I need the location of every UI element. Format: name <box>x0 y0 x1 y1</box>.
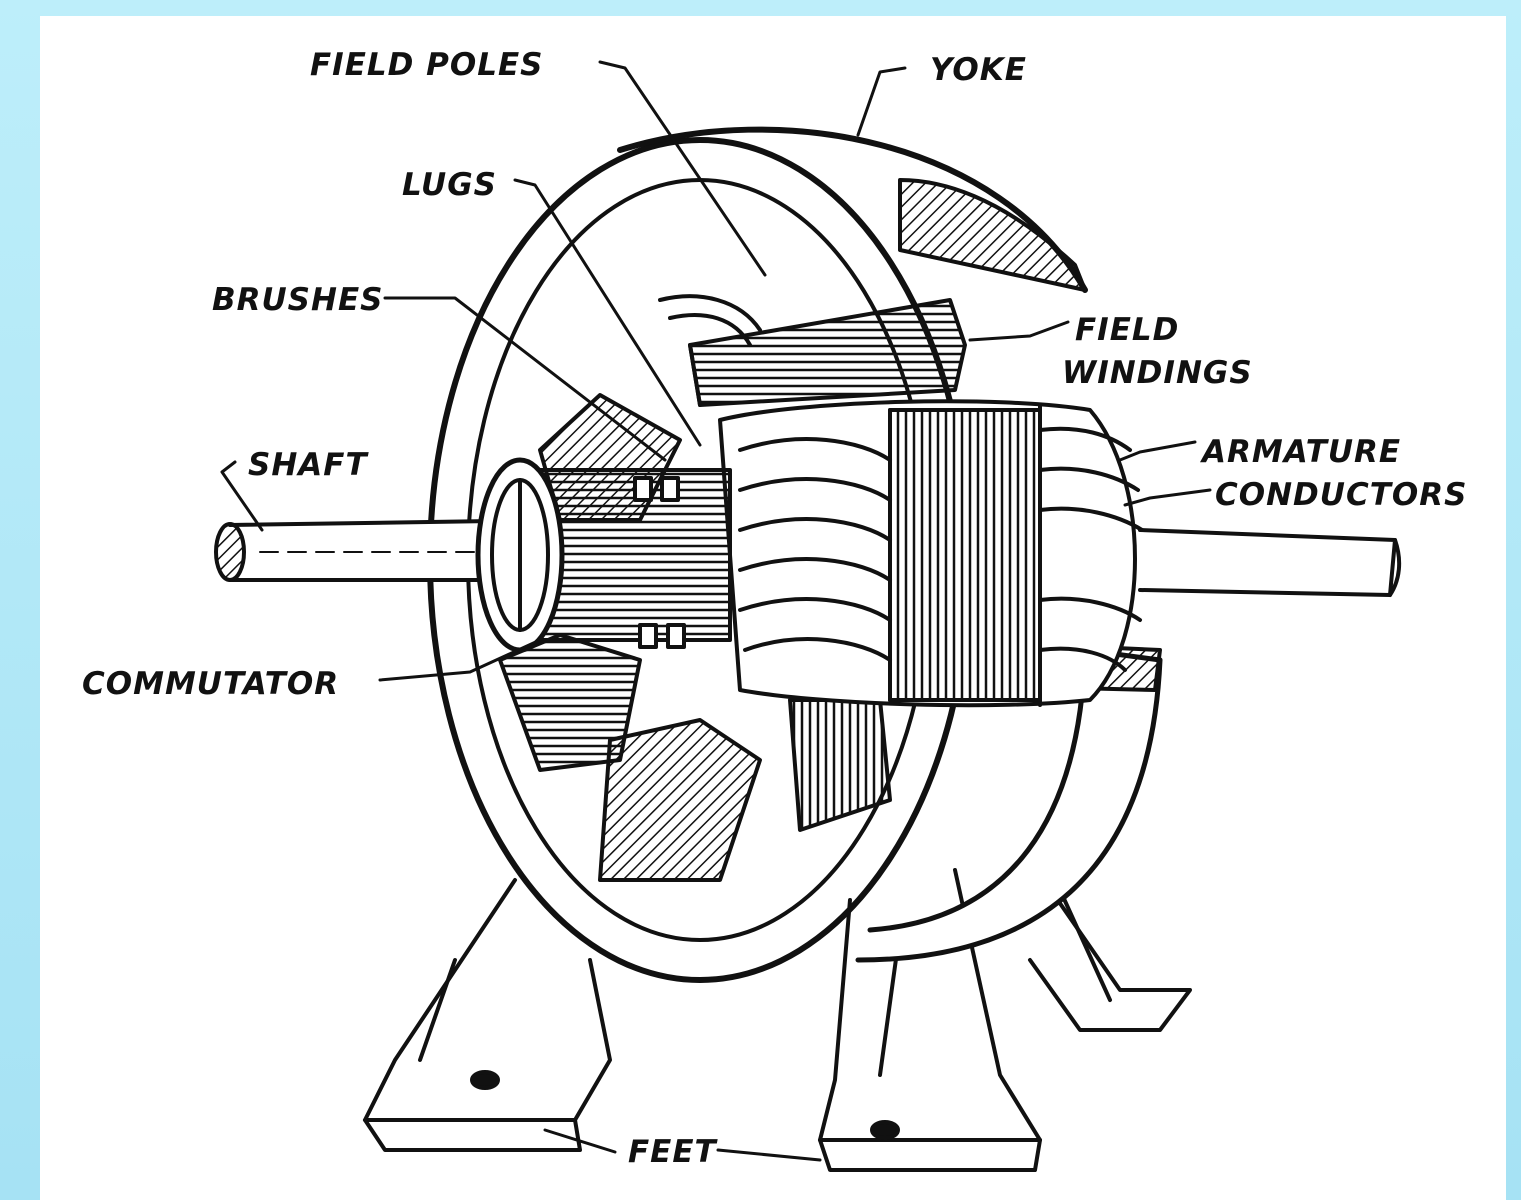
leader-field-poles <box>598 60 767 277</box>
label-commutator: COMMUTATOR <box>82 666 339 702</box>
commutator-drawing <box>475 457 732 653</box>
leader-feet-left <box>543 1128 617 1154</box>
leader-lines <box>220 60 1212 1162</box>
label-field-poles: FIELD POLES <box>310 47 544 83</box>
label-yoke: YOKE <box>930 52 1027 88</box>
label-brushes: BRUSHES <box>212 282 383 318</box>
leader-commutator <box>378 638 542 682</box>
feet-drawing <box>363 858 1192 1172</box>
leader-shaft <box>220 460 264 532</box>
label-field-windings-line2: WINDINGS <box>1062 355 1253 391</box>
label-armature-line2: CONDUCTORS <box>1215 477 1467 513</box>
armature-drawing <box>718 399 1144 708</box>
leader-armature <box>1118 440 1197 462</box>
leader-feet-right <box>716 1148 822 1162</box>
leader-brushes <box>383 296 667 462</box>
leader-conductors <box>1123 488 1212 507</box>
labels: FIELD POLES YOKE LUGS BRUSHES FIELD WIND… <box>82 47 1467 1170</box>
label-field-windings-line1: FIELD <box>1075 312 1179 348</box>
leader-field-windings <box>968 320 1070 342</box>
label-lugs: LUGS <box>402 167 497 203</box>
leader-lugs <box>513 178 702 447</box>
leader-yoke <box>856 66 907 137</box>
label-feet: FEET <box>628 1134 719 1170</box>
label-armature-line1: ARMATURE <box>1199 434 1401 470</box>
label-shaft: SHAFT <box>248 447 369 483</box>
